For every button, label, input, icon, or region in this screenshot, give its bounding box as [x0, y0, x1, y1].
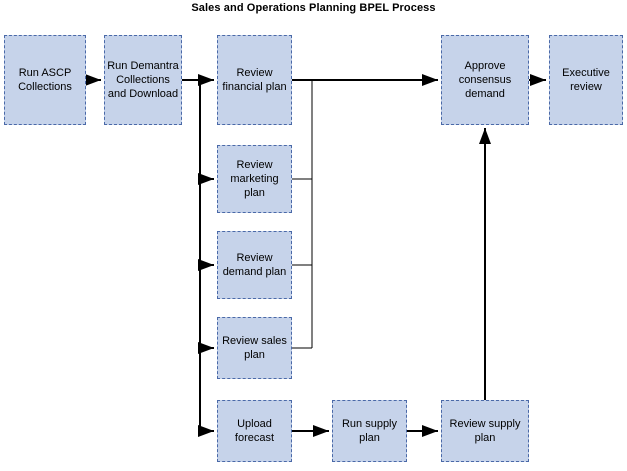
node-label: Upload forecast — [234, 418, 275, 444]
node-review-marketing-plan[interactable]: Review marketing plan — [217, 145, 292, 213]
node-run-ascp-collections[interactable]: Run ASCP Collections — [4, 35, 86, 125]
node-review-financial-plan[interactable]: Review financial plan — [217, 35, 292, 125]
node-run-supply-plan[interactable]: Run supply plan — [332, 400, 407, 462]
node-executive-review[interactable]: Executive review — [549, 35, 623, 125]
node-review-sales-plan[interactable]: Review sales plan — [217, 317, 292, 379]
node-label: Review marketing plan — [230, 159, 279, 199]
node-label: Run Demantra Collections and Download — [107, 60, 179, 100]
node-label: Run ASCP Collections — [18, 67, 72, 93]
node-upload-forecast[interactable]: Upload forecast — [217, 400, 292, 462]
node-label: Run supply plan — [341, 418, 398, 444]
node-label: Executive review — [562, 67, 610, 93]
node-label: Review demand plan — [222, 252, 287, 278]
node-label: Review supply plan — [449, 418, 521, 444]
page-title: Sales and Operations Planning BPEL Proce… — [191, 2, 436, 14]
node-review-demand-plan[interactable]: Review demand plan — [217, 231, 292, 299]
node-review-supply-plan[interactable]: Review supply plan — [441, 400, 529, 462]
node-label: Approve consensus demand — [458, 60, 512, 100]
node-approve-consensus-demand[interactable]: Approve consensus demand — [441, 35, 529, 125]
node-label: Review financial plan — [222, 67, 287, 93]
node-run-demantra-collections-and-download[interactable]: Run Demantra Collections and Download — [104, 35, 182, 125]
node-label: Review sales plan — [222, 335, 287, 361]
